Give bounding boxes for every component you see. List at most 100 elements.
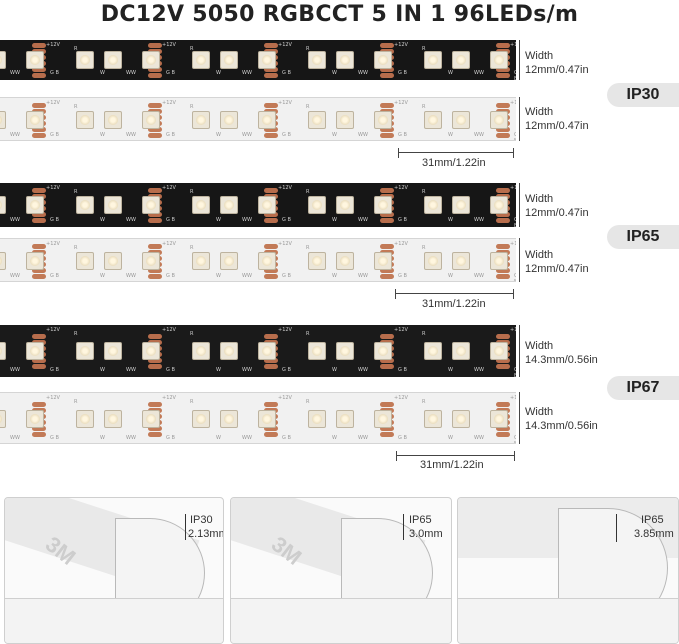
silkscreen-label: WW xyxy=(10,435,20,441)
solder-pad xyxy=(380,358,394,363)
led-chip xyxy=(192,342,210,360)
solder-pad xyxy=(380,364,394,369)
strip-pcb xyxy=(231,598,451,643)
led-chip xyxy=(258,342,276,360)
silkscreen-label: G B xyxy=(282,70,291,76)
led-chip xyxy=(336,410,354,428)
silkscreen-label: WW xyxy=(242,217,252,223)
led-chip xyxy=(192,252,210,270)
silkscreen-label: WW xyxy=(358,367,368,373)
silkscreen-label: W xyxy=(216,132,221,138)
silkscreen-label: +12V xyxy=(162,42,176,48)
solder-pad xyxy=(32,67,46,72)
led-chip xyxy=(490,410,508,428)
silkscreen-label: R xyxy=(306,245,310,251)
led-chip xyxy=(374,342,392,360)
led-chip xyxy=(220,342,238,360)
silkscreen-label: +12V xyxy=(510,241,516,247)
width-value: 12mm/0.47in xyxy=(525,263,589,275)
pitch-dimension xyxy=(396,451,515,461)
silkscreen-label: +12V xyxy=(278,241,292,247)
solder-pad xyxy=(496,127,510,132)
led-chip xyxy=(104,196,122,214)
silkscreen-label: WW xyxy=(358,435,368,441)
led-chip xyxy=(104,342,122,360)
silkscreen-label: W xyxy=(448,367,453,373)
ip-rating-badge: IP30 xyxy=(607,83,679,107)
silkscreen-label: R xyxy=(190,46,194,52)
solder-pad xyxy=(496,103,510,108)
led-chip xyxy=(142,252,160,270)
led-chip xyxy=(336,342,354,360)
solder-pad xyxy=(32,244,46,249)
solder-pad xyxy=(380,127,394,132)
solder-pad xyxy=(148,103,162,108)
silkscreen-label: WW xyxy=(242,70,252,76)
silkscreen-label: G B xyxy=(514,367,516,377)
solder-pad xyxy=(148,244,162,249)
solder-pad xyxy=(148,402,162,407)
led-chip xyxy=(452,111,470,129)
led-chip xyxy=(0,196,6,214)
led-chip xyxy=(452,410,470,428)
silkscreen-label: R xyxy=(190,104,194,110)
silkscreen-label: WW xyxy=(10,367,20,373)
led-chip xyxy=(490,252,508,270)
silkscreen-label: G B xyxy=(166,435,175,441)
solder-pad xyxy=(380,43,394,48)
pitch-label: 31mm/1.22in xyxy=(420,459,484,471)
solder-pad xyxy=(264,244,278,249)
solder-pad xyxy=(32,274,46,279)
silkscreen-label: WW xyxy=(474,435,484,441)
solder-pad xyxy=(264,402,278,407)
silkscreen-label: WW xyxy=(358,273,368,279)
silkscreen-label: WW xyxy=(126,217,136,223)
solder-pad xyxy=(264,218,278,223)
led-chip xyxy=(336,252,354,270)
led-chip xyxy=(220,252,238,270)
silkscreen-label: G B xyxy=(282,273,291,279)
silkscreen-label: W xyxy=(100,70,105,76)
width-dimension-line xyxy=(519,325,520,377)
silkscreen-label: +12V xyxy=(162,241,176,247)
silkscreen-label: R xyxy=(190,399,194,405)
led-chip xyxy=(308,111,326,129)
solder-pad xyxy=(148,188,162,193)
led-chip xyxy=(142,196,160,214)
solder-pad xyxy=(148,43,162,48)
silkscreen-label: +12V xyxy=(278,395,292,401)
silkscreen-label: +12V xyxy=(394,395,408,401)
solder-pad xyxy=(264,358,278,363)
silkscreen-label: G B xyxy=(166,367,175,373)
silkscreen-label: W xyxy=(448,132,453,138)
solder-pad xyxy=(496,402,510,407)
led-chip xyxy=(142,111,160,129)
led-chip xyxy=(220,196,238,214)
solder-pad xyxy=(380,334,394,339)
led-chip xyxy=(26,111,44,129)
silkscreen-label: WW xyxy=(126,367,136,373)
led-chip xyxy=(76,196,94,214)
led-chip xyxy=(142,51,160,69)
led-chip xyxy=(308,51,326,69)
ip-rating-label: IP65 xyxy=(641,514,664,526)
silkscreen-label: +12V xyxy=(46,395,60,401)
silkscreen-label: W xyxy=(100,132,105,138)
solder-pad xyxy=(32,402,46,407)
silkscreen-label: G B xyxy=(398,435,407,441)
silkscreen-label: R xyxy=(306,331,310,337)
silkscreen-label: +12V xyxy=(394,327,408,333)
pitch-label: 31mm/1.22in xyxy=(422,157,486,169)
silkscreen-label: W xyxy=(332,70,337,76)
width-value: 14.3mm/0.56in xyxy=(525,354,598,366)
led-chip xyxy=(308,342,326,360)
silkscreen-label: WW xyxy=(242,132,252,138)
solder-pad xyxy=(496,268,510,273)
led-chip xyxy=(374,196,392,214)
silkscreen-label: G B xyxy=(514,217,516,227)
silkscreen-label: WW xyxy=(474,367,484,373)
silkscreen-label: WW xyxy=(126,70,136,76)
solder-pad xyxy=(148,212,162,217)
solder-pad xyxy=(148,334,162,339)
